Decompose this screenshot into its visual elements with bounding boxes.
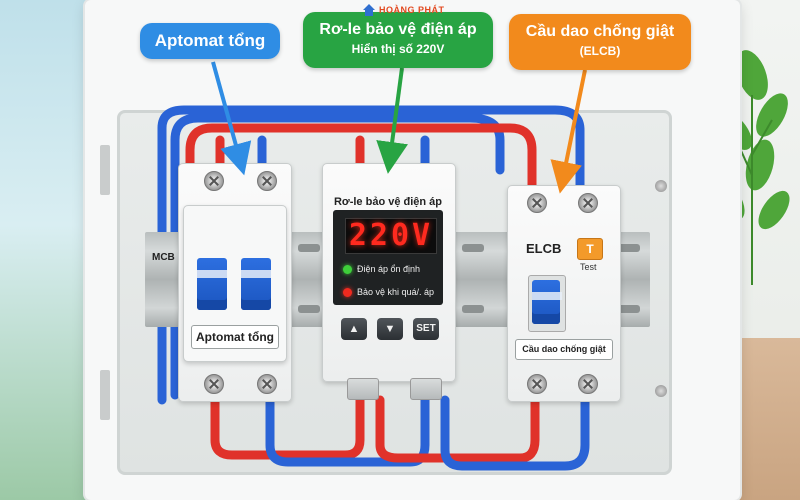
callout-aptomat-title: Aptomat tổng: [154, 31, 266, 50]
terminal-screw: [257, 171, 277, 191]
terminal-screw: [204, 171, 224, 191]
rail-slot: [462, 305, 484, 313]
relay-set-button[interactable]: SET: [413, 318, 439, 340]
terminal-screw: [257, 374, 277, 394]
mcb-label: Aptomat tổng: [191, 325, 279, 349]
elcb-test-label: Test: [580, 262, 597, 272]
enclosure-screw: [655, 180, 667, 192]
callout-relay-title: Rơ-le bảo vệ điện áp: [319, 21, 477, 38]
house-icon: [363, 4, 375, 16]
mcb-lever-right[interactable]: [241, 258, 271, 310]
terminal-screw: [204, 374, 224, 394]
callout-relay: Rơ-le bảo vệ điện áp Hiển thị số 220V: [303, 12, 493, 68]
neutral-wire-bottom-right: [440, 395, 590, 471]
relay-connector: [347, 378, 379, 400]
rail-slot: [298, 305, 320, 313]
rail-slot: [298, 244, 320, 252]
indicator-label-protection: Bảo vệ khi quá/. áp: [357, 287, 435, 297]
terminal-screw: [578, 374, 598, 394]
live-wire-bottom-right: [375, 395, 540, 463]
relay-title: Rơ-le bảo vệ điện áp: [333, 196, 443, 208]
elcb-label: Cầu dao chống giật: [515, 339, 613, 360]
led-protection-indicator: [343, 288, 352, 297]
elcb-test-button[interactable]: T: [577, 238, 603, 260]
door-hinge: [100, 370, 110, 420]
live-wire-bottom: [210, 395, 365, 460]
elcb-lever[interactable]: [532, 280, 562, 324]
relay-connector: [410, 378, 442, 400]
relay-down-button[interactable]: ▼: [377, 318, 403, 340]
rail-slot: [618, 305, 640, 313]
neutral-wire-bottom: [265, 395, 430, 467]
callout-relay-subtitle: Hiển thị số 220V: [351, 42, 445, 56]
relay-up-button[interactable]: ▲: [341, 318, 367, 340]
callout-elcb-subtitle: (ELCB): [579, 44, 621, 58]
callout-elcb-title: Cầu dao chống giật: [525, 23, 675, 40]
callout-elcb: Cầu dao chống giật (ELCB): [509, 14, 691, 70]
enclosure-screw: [655, 385, 667, 397]
rail-slot: [618, 244, 640, 252]
terminal-screw: [527, 374, 547, 394]
mcb-side-label: MCB: [152, 252, 175, 263]
indicator-label-stable: Điện áp ổn định: [357, 264, 421, 274]
brand-logo-text: HOÀNG PHÁT: [379, 5, 445, 15]
callout-aptomat: Aptomat tổng: [140, 23, 280, 59]
mcb-lever-left[interactable]: [197, 258, 227, 310]
door-hinge: [100, 145, 110, 195]
live-wire-top: [185, 123, 537, 390]
elcb-title: ELCB: [526, 241, 562, 256]
led-stable-indicator: [343, 265, 352, 274]
rail-slot: [462, 244, 484, 252]
terminal-screw: [527, 193, 547, 213]
voltage-display: 220V: [345, 218, 437, 254]
brand-logo: HOÀNG PHÁT: [362, 2, 445, 18]
terminal-screw: [578, 193, 598, 213]
